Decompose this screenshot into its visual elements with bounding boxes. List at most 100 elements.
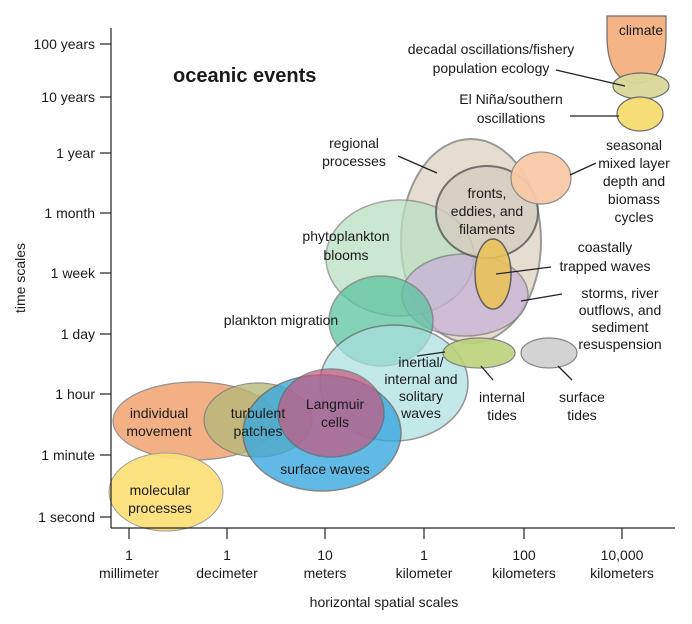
axes: 100 years 10 years 1 year 1 month 1 week 1 da… [12,28,675,610]
label-line: molecular [130,482,191,498]
label-line: movement [126,423,191,439]
bubble-internal-tides [442,337,516,369]
x-tick-label: 10,000 [601,547,644,563]
label-line: biomass [608,191,660,207]
x-axis-title: horizontal spatial scales [310,594,459,610]
x-tick-label: kilometers [492,565,556,581]
pointer-surface-tides [557,365,573,381]
label-line: climate [619,22,664,38]
y-tick-label: 10 years [41,89,95,105]
label-seasonal: seasonal mixed layer depth and biomass cycle… [598,137,670,225]
label-line: surface [559,389,605,405]
label-line: waves [400,405,441,421]
label-line: outflows, and [579,302,662,318]
label-line: trapped waves [559,258,650,274]
label-line: sediment [592,319,649,335]
x-tick-label: 1 [420,547,428,563]
label-elnino: El Niña/southern oscillations [459,91,563,126]
x-tick-label: 1 [223,547,231,563]
x-tick-label: kilometers [590,565,654,581]
label-internal-tides: internal tides [479,389,525,423]
label-langmuir: Langmuir cells [306,396,365,430]
y-tick-label: 1 second [38,509,95,525]
label-line: storms, river [582,285,659,301]
pointer-regional [397,155,438,174]
bubble-decadal [612,72,670,100]
y-tick-label: 1 month [44,205,95,221]
label-line: cycles [615,209,654,225]
y-tick-label: 1 minute [41,447,95,463]
y-tick-label: 100 years [34,36,95,52]
x-ticks: 1 millimeter 1 decimeter 10 meters 1 kilometer 1… [99,528,654,581]
pointer-coastal [495,266,552,275]
label-line: Langmuir [306,396,365,412]
x-tick-label: 1 [125,547,133,563]
x-tick-label: millimeter [99,565,159,581]
bubble-coastal [474,238,512,310]
bubble-seasonal [510,151,572,205]
label-line: individual [130,405,188,421]
label-line: coastally [578,239,632,255]
label-line: filaments [459,221,515,237]
label-line: eddies, and [451,203,523,219]
bubble-molecular [108,452,224,532]
x-tick-label: 100 [512,547,536,563]
y-tick-label: 1 year [56,145,95,161]
diagram-title: oceanic events [173,65,316,87]
pointer-decadal [555,69,626,87]
pointer-inertial [416,351,446,357]
label-line: seasonal [606,137,662,153]
pointer-seasonal [569,162,597,176]
pointer-lines [397,69,626,381]
label-line: inertial/ [398,354,443,370]
x-tick-label: kilometer [396,565,453,581]
label-surface-tides: surface tides [559,389,605,423]
label-line: turbulent [231,405,286,421]
bubble-langmuir [277,368,385,458]
label-line: tides [487,407,517,423]
label-line: mixed layer [598,155,670,171]
label-plankton: plankton migration [224,312,338,328]
label-line: plankton migration [224,312,338,328]
label-line: phytoplankton [302,228,389,244]
bubble-surface-tides [520,337,578,369]
bubble-elnino [616,96,664,132]
x-tick-label: 10 [317,547,333,563]
label-individual: individual movement [126,405,191,439]
label-line: surface waves [280,461,369,477]
label-line: El Niña/southern [459,91,563,107]
label-line: processes [128,500,192,516]
label-line: solitary [399,388,443,404]
label-line: internal [479,389,525,405]
label-line: cells [321,414,349,430]
label-line: internal and [384,371,457,387]
y-axis-title: time scales [12,243,28,313]
label-line: population ecology [433,60,550,76]
y-tick-label: 1 day [61,326,95,342]
pointer-internal-tides [480,365,494,381]
label-surface-waves: surface waves [280,461,369,477]
x-tick-label: decimeter [196,565,258,581]
label-line: oscillations [477,110,545,126]
label-line: processes [322,153,386,169]
label-line: fronts, [468,185,507,201]
label-phyto: phytoplankton blooms [302,228,389,263]
label-line: depth and [603,173,665,189]
y-tick-label: 1 week [51,265,96,281]
x-tick-label: meters [304,565,347,581]
label-line: regional [329,135,379,151]
label-fronts: fronts, eddies, and filaments [451,185,523,237]
label-line: blooms [323,247,368,263]
label-molecular: molecular processes [128,482,192,516]
label-line: tides [567,407,597,423]
y-tick-label: 1 hour [55,386,95,402]
pointer-storms [520,293,563,302]
label-coastal: coastally trapped waves [559,239,650,274]
